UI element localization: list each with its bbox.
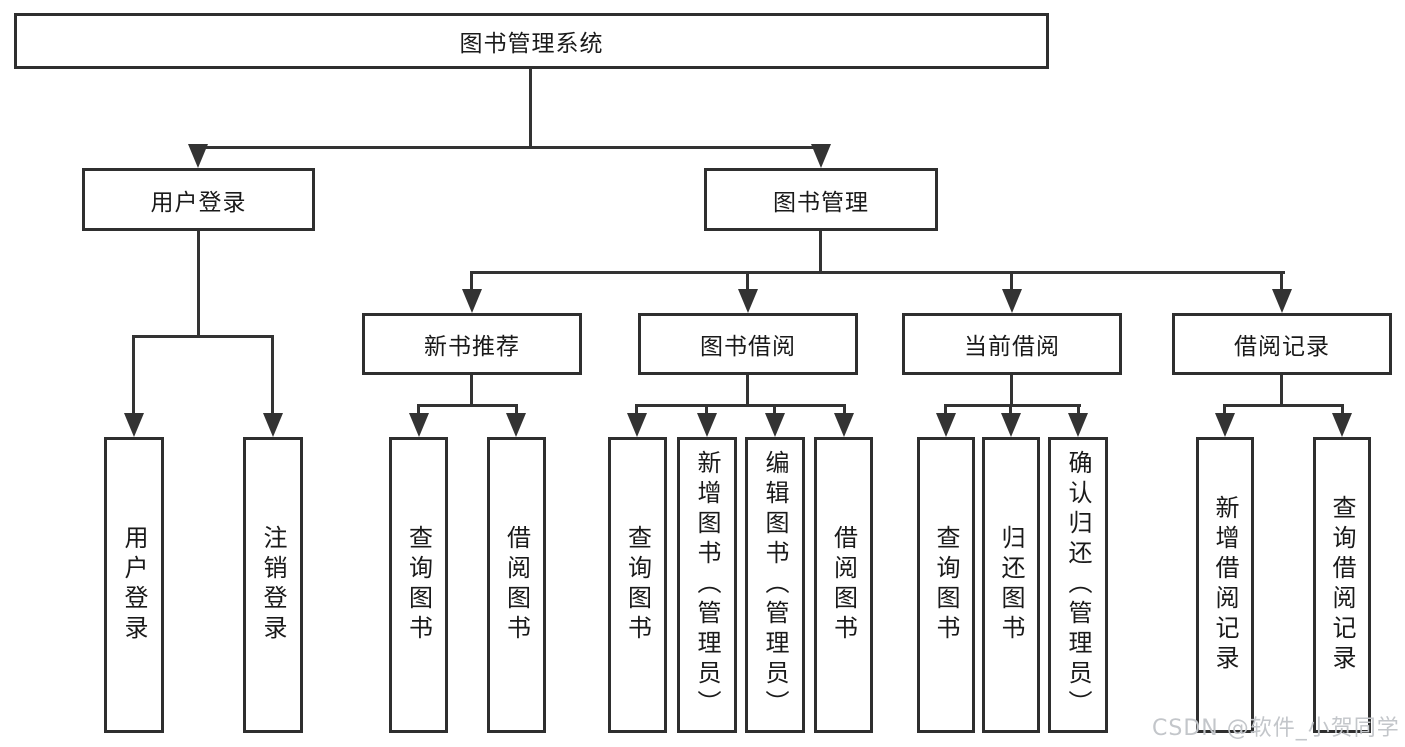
arrow-down — [697, 413, 717, 437]
connector-stub — [944, 404, 947, 415]
arrow-down — [506, 413, 526, 437]
connector-stub — [1009, 404, 1012, 415]
connector-stub — [470, 271, 473, 291]
connector-br-hline — [1223, 404, 1344, 407]
arrow-down — [627, 413, 647, 437]
connector-stub — [1280, 271, 1283, 291]
node-leaf-bb-add-book-label: 新增图书（管理员） — [693, 450, 721, 720]
connector-rec-stem — [470, 375, 473, 406]
connector-br-stem — [1280, 375, 1283, 406]
node-leaf-user-login: 用户登录 — [104, 437, 164, 733]
node-borrow-records-label: 借阅记录 — [1234, 334, 1330, 360]
arrow-down — [1272, 289, 1292, 313]
arrow-down — [1002, 289, 1022, 313]
node-leaf-cb-return-book: 归还图书 — [982, 437, 1040, 733]
node-leaf-user-login-label: 用户登录 — [120, 525, 148, 645]
node-leaf-bb-add-book: 新增图书（管理员） — [677, 437, 737, 733]
node-book-borrowing: 图书借阅 — [638, 313, 858, 375]
arrow-down — [462, 289, 482, 313]
connector-stub — [746, 271, 749, 291]
node-book-management: 图书管理 — [704, 168, 938, 231]
csdn-watermark: CSDN @软件_小贺同学 — [1152, 716, 1400, 741]
arrow-down — [834, 413, 854, 437]
connector-stub — [271, 335, 274, 415]
connector-stub — [1341, 404, 1344, 415]
connector-stub — [773, 404, 776, 415]
connector-bb-hline — [635, 404, 846, 407]
connector-stub — [1223, 404, 1226, 415]
node-leaf-cb-query-book-label: 查询图书 — [932, 525, 960, 645]
node-leaf-logout-label: 注销登录 — [259, 525, 287, 645]
node-leaf-cb-confirm-return: 确认归还（管理员） — [1048, 437, 1108, 733]
arrow-down — [124, 413, 144, 437]
node-leaf-bb-edit-book-label: 编辑图书（管理员） — [761, 450, 789, 720]
node-current-borrowing-label: 当前借阅 — [964, 334, 1060, 360]
node-user-login-label: 用户登录 — [150, 189, 247, 216]
node-leaf-logout: 注销登录 — [243, 437, 303, 733]
connector-stub — [515, 404, 518, 415]
node-leaf-cb-confirm-return-label: 确认归还（管理员） — [1064, 450, 1092, 720]
node-leaf-bb-borrow-book-label: 借阅图书 — [829, 525, 858, 645]
connector-bb-stem — [746, 375, 749, 406]
arrow-down — [188, 144, 208, 168]
node-leaf-cb-query-book: 查询图书 — [917, 437, 975, 733]
node-root-label: 图书管理系统 — [459, 31, 604, 57]
arrow-down — [811, 144, 831, 168]
node-root: 图书管理系统 — [14, 13, 1049, 69]
node-user-login: 用户登录 — [82, 168, 315, 231]
connector-level3-hline — [471, 271, 1285, 274]
connector-level2-hline — [197, 146, 824, 149]
node-leaf-br-add-record: 新增借阅记录 — [1196, 437, 1254, 733]
node-current-borrowing: 当前借阅 — [902, 313, 1122, 375]
node-leaf-rec-query-book: 查询图书 — [389, 437, 448, 733]
arrow-down — [738, 289, 758, 313]
node-new-book-recommend: 新书推荐 — [362, 313, 582, 375]
node-leaf-br-add-record-label: 新增借阅记录 — [1211, 495, 1239, 675]
connector-userlogin-hline — [132, 335, 274, 338]
node-leaf-cb-return-book-label: 归还图书 — [997, 525, 1025, 645]
node-book-management-label: 图书管理 — [773, 189, 869, 216]
arrow-down — [263, 413, 283, 437]
node-leaf-bb-borrow-book: 借阅图书 — [814, 437, 873, 733]
connector-stub — [843, 404, 846, 415]
node-leaf-br-query-record: 查询借阅记录 — [1313, 437, 1371, 733]
node-new-book-recommend-label: 新书推荐 — [424, 334, 520, 360]
connector-stub — [417, 404, 420, 415]
arrow-down — [1068, 413, 1088, 437]
arrow-down — [409, 413, 429, 437]
arrow-down — [936, 413, 956, 437]
connector-rec-hline — [417, 404, 518, 407]
connector-bookmgmt-stem — [819, 231, 822, 273]
connector-stub — [1010, 271, 1013, 291]
connector-stub — [705, 404, 708, 415]
connector-root-stem — [529, 68, 532, 146]
connector-stub — [635, 404, 638, 415]
connector-stub — [1077, 404, 1080, 415]
node-leaf-br-query-record-label: 查询借阅记录 — [1328, 495, 1356, 675]
arrow-down — [1215, 413, 1235, 437]
arrow-down — [1001, 413, 1021, 437]
node-leaf-bb-query-book: 查询图书 — [608, 437, 667, 733]
connector-stub — [132, 335, 135, 415]
node-leaf-rec-borrow-book: 借阅图书 — [487, 437, 546, 733]
connector-cb-stem — [1010, 375, 1013, 406]
connector-userlogin-stem — [197, 231, 200, 338]
node-book-borrowing-label: 图书借阅 — [700, 334, 796, 360]
node-leaf-rec-query-book-label: 查询图书 — [404, 525, 433, 645]
node-leaf-bb-edit-book: 编辑图书（管理员） — [745, 437, 805, 733]
arrow-down — [1332, 413, 1352, 437]
node-borrow-records: 借阅记录 — [1172, 313, 1392, 375]
node-leaf-bb-query-book-label: 查询图书 — [623, 525, 652, 645]
connector-cb-hline — [944, 404, 1081, 407]
arrow-down — [765, 413, 785, 437]
node-leaf-rec-borrow-book-label: 借阅图书 — [502, 525, 531, 645]
